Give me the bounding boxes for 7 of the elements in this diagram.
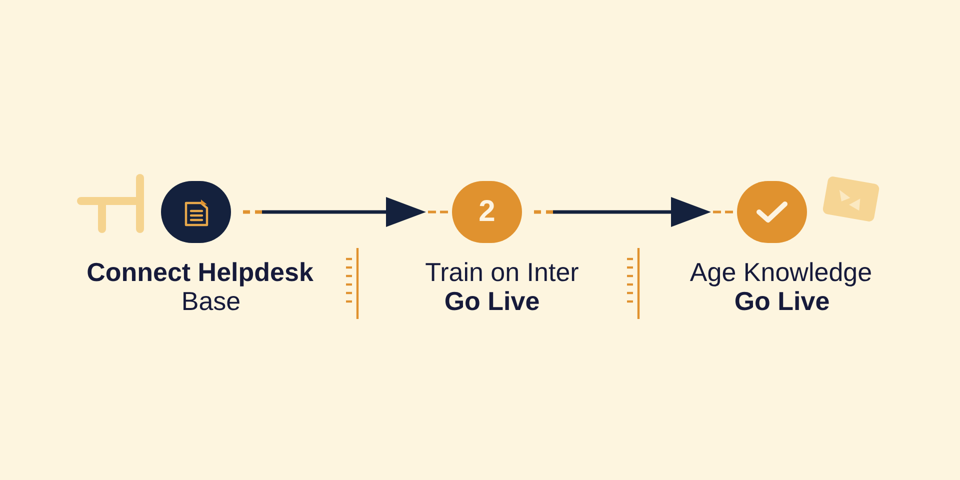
step-number: 2 <box>478 197 496 227</box>
step-title: Go Live <box>734 288 830 314</box>
step-title: Go Live <box>444 288 540 314</box>
step-subtitle: Base <box>181 288 241 314</box>
step-title: Connect Helpdesk <box>86 259 314 285</box>
step-subtitle: Train on Inter <box>425 259 579 285</box>
step-subtitle: Age Knowledge <box>690 259 872 285</box>
